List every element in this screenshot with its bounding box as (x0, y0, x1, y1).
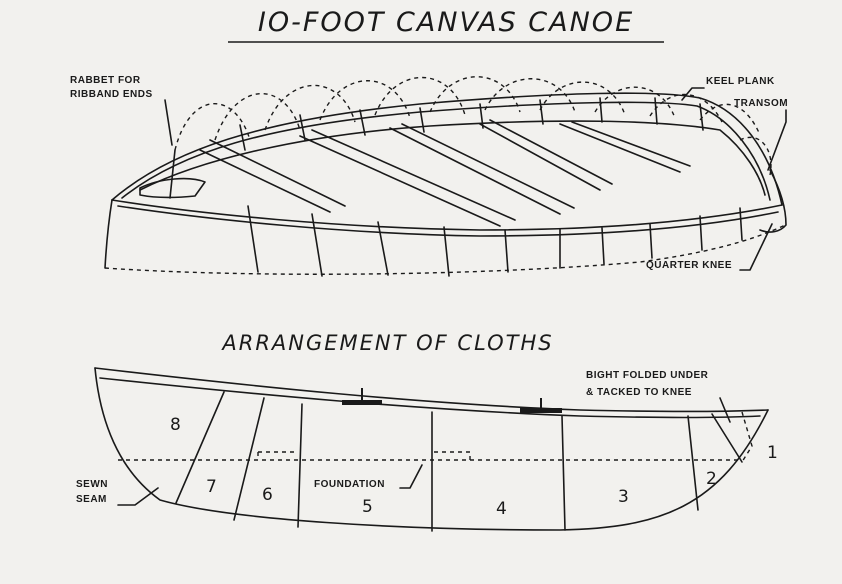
bight-dash (741, 411, 753, 463)
label-seam: SEAM (76, 494, 107, 505)
cloth-6: 6 (262, 485, 273, 505)
bow-breasthook (139, 177, 206, 199)
lower-rail-inner (117, 205, 779, 237)
stem (104, 199, 113, 269)
cloth-2: 2 (706, 469, 717, 489)
gunwale-outer (111, 92, 783, 206)
label-rabbet-1: RABBET FOR (70, 75, 141, 86)
canoe-frame-drawing (104, 76, 787, 277)
cloth-1: 1 (767, 443, 778, 463)
leader-keel-plank (681, 87, 705, 101)
seam-7-6 (233, 397, 265, 521)
thwart-2 (520, 408, 562, 413)
cloth-side-view (94, 367, 769, 532)
cloth-5: 5 (362, 497, 373, 517)
label-transom: TRANSOM (734, 98, 788, 109)
ribs (169, 97, 743, 277)
thwart-1 (342, 400, 382, 405)
gunwale-inner (121, 101, 771, 201)
diagram-title: IO-FOOT CANVAS CANOE (258, 7, 634, 38)
cloth-4: 4 (496, 499, 507, 519)
lower-rail (111, 199, 783, 231)
label-bight-1: BIGHT FOLDED UNDER (586, 370, 709, 381)
seam-6-5 (297, 403, 303, 528)
leader-sewn-seam (117, 487, 159, 506)
subtitle: ARRANGEMENT OF CLOTHS (220, 331, 553, 355)
label-quarter-knee: QUARTER KNEE (646, 260, 732, 271)
seam-3-2 (687, 415, 699, 511)
inner-sheer (139, 120, 766, 196)
cloth-8: 8 (170, 415, 181, 435)
seam-8-7 (175, 391, 225, 504)
hull-bottom (94, 367, 769, 531)
cloth-3: 3 (618, 487, 629, 507)
leader-bight (719, 397, 731, 423)
label-keel-plank: KEEL PLANK (706, 76, 775, 87)
hull-sheer-inner (99, 377, 761, 419)
dashed-bottom (104, 224, 786, 275)
floor-planks (199, 119, 691, 227)
leader-quarter-knee (739, 223, 773, 271)
leader-transom (767, 109, 787, 171)
label-rabbet-2: RIBBAND ENDS (70, 89, 153, 100)
seam-4-3 (561, 415, 566, 531)
label-bight-2: & TACKED TO KNEE (586, 387, 692, 398)
label-sewn: SEWN (76, 479, 108, 490)
dashed-rib-arcs (174, 76, 772, 176)
leader-rabbet (164, 99, 173, 146)
cloth-7: 7 (206, 477, 217, 497)
leader-foundation (399, 464, 423, 489)
bight-fold (711, 413, 743, 463)
hull-sheer (94, 367, 769, 413)
label-foundation: FOUNDATION (314, 479, 385, 490)
